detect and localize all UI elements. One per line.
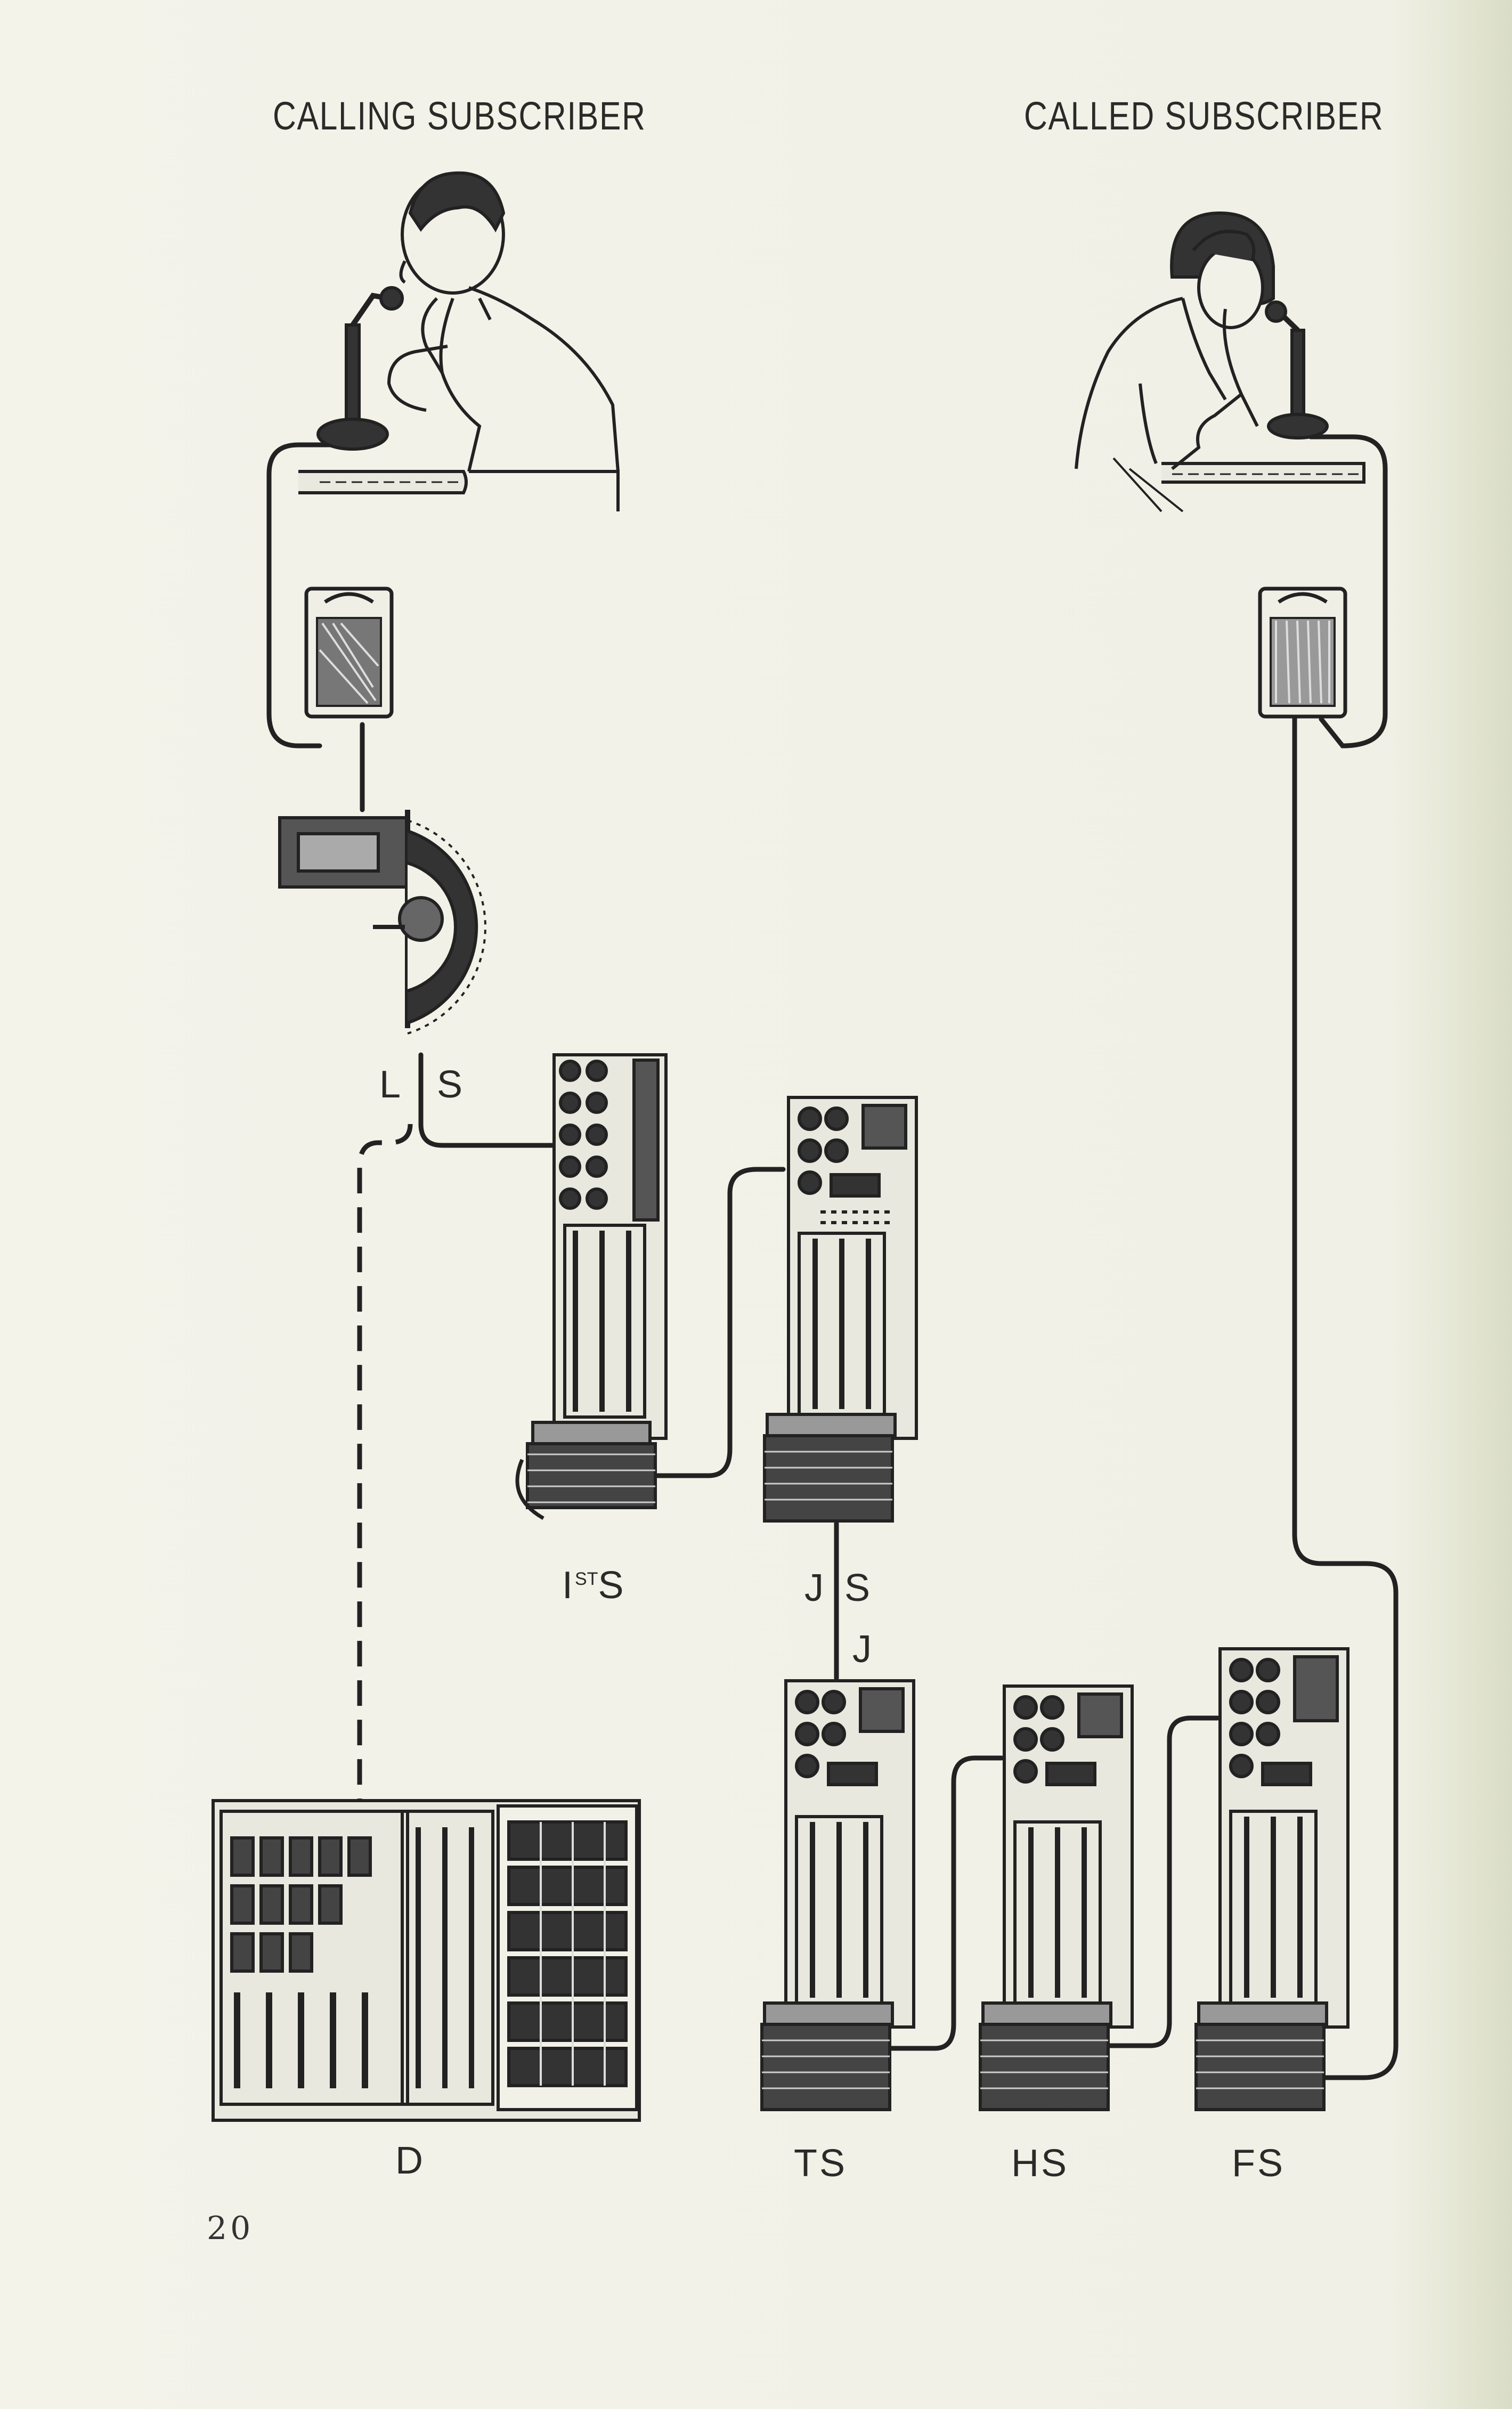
wire-s-to-first-selector	[418, 1052, 557, 1148]
wire-called-box-to-phone	[1308, 434, 1388, 748]
called-subscriber-figure	[1075, 211, 1365, 512]
label-hs: HS	[1011, 2142, 1069, 2185]
calling-bell-box	[304, 587, 394, 719]
page-number: 20	[207, 2210, 254, 2247]
line-switch	[278, 810, 486, 1035]
wire-hs-to-fs	[1084, 1715, 1220, 2048]
label-ts: TS	[794, 2142, 848, 2185]
label-first-selector-s: S	[598, 1564, 626, 1607]
label-js-j: J	[804, 1567, 826, 1609]
wire-calling-phone-to-box	[266, 442, 370, 748]
ts-selector	[760, 1679, 915, 2111]
wire-l-to-director-dashed	[357, 1124, 413, 1811]
called-bell-box	[1258, 587, 1347, 719]
label-s: S	[437, 1063, 465, 1106]
first-selector	[515, 1053, 668, 1520]
hs-selector	[979, 1684, 1134, 2111]
called-subscriber-heading: CALLED SUBSCRIBER	[1024, 94, 1384, 138]
junction-selector	[763, 1096, 918, 1523]
label-director: D	[395, 2139, 425, 2182]
wire-ts-to-hs	[860, 1755, 1004, 2051]
wire-fs-to-called	[1292, 714, 1399, 2080]
label-first-selector-num: I	[562, 1564, 575, 1607]
calling-subscriber-figure	[298, 171, 620, 511]
calling-subscriber-heading: CALLING SUBSCRIBER	[273, 94, 646, 138]
wire-first-to-js	[634, 1167, 786, 1478]
director-unit	[212, 1799, 641, 2122]
label-js-s: S	[844, 1567, 873, 1609]
label-l: L	[379, 1063, 403, 1106]
label-first-selector: ISTS	[562, 1564, 626, 1607]
fs-selector	[1194, 1647, 1350, 2111]
label-fs: FS	[1232, 2142, 1286, 2185]
label-j: J	[852, 1628, 874, 1671]
label-first-selector-sup: ST	[575, 1569, 598, 1589]
